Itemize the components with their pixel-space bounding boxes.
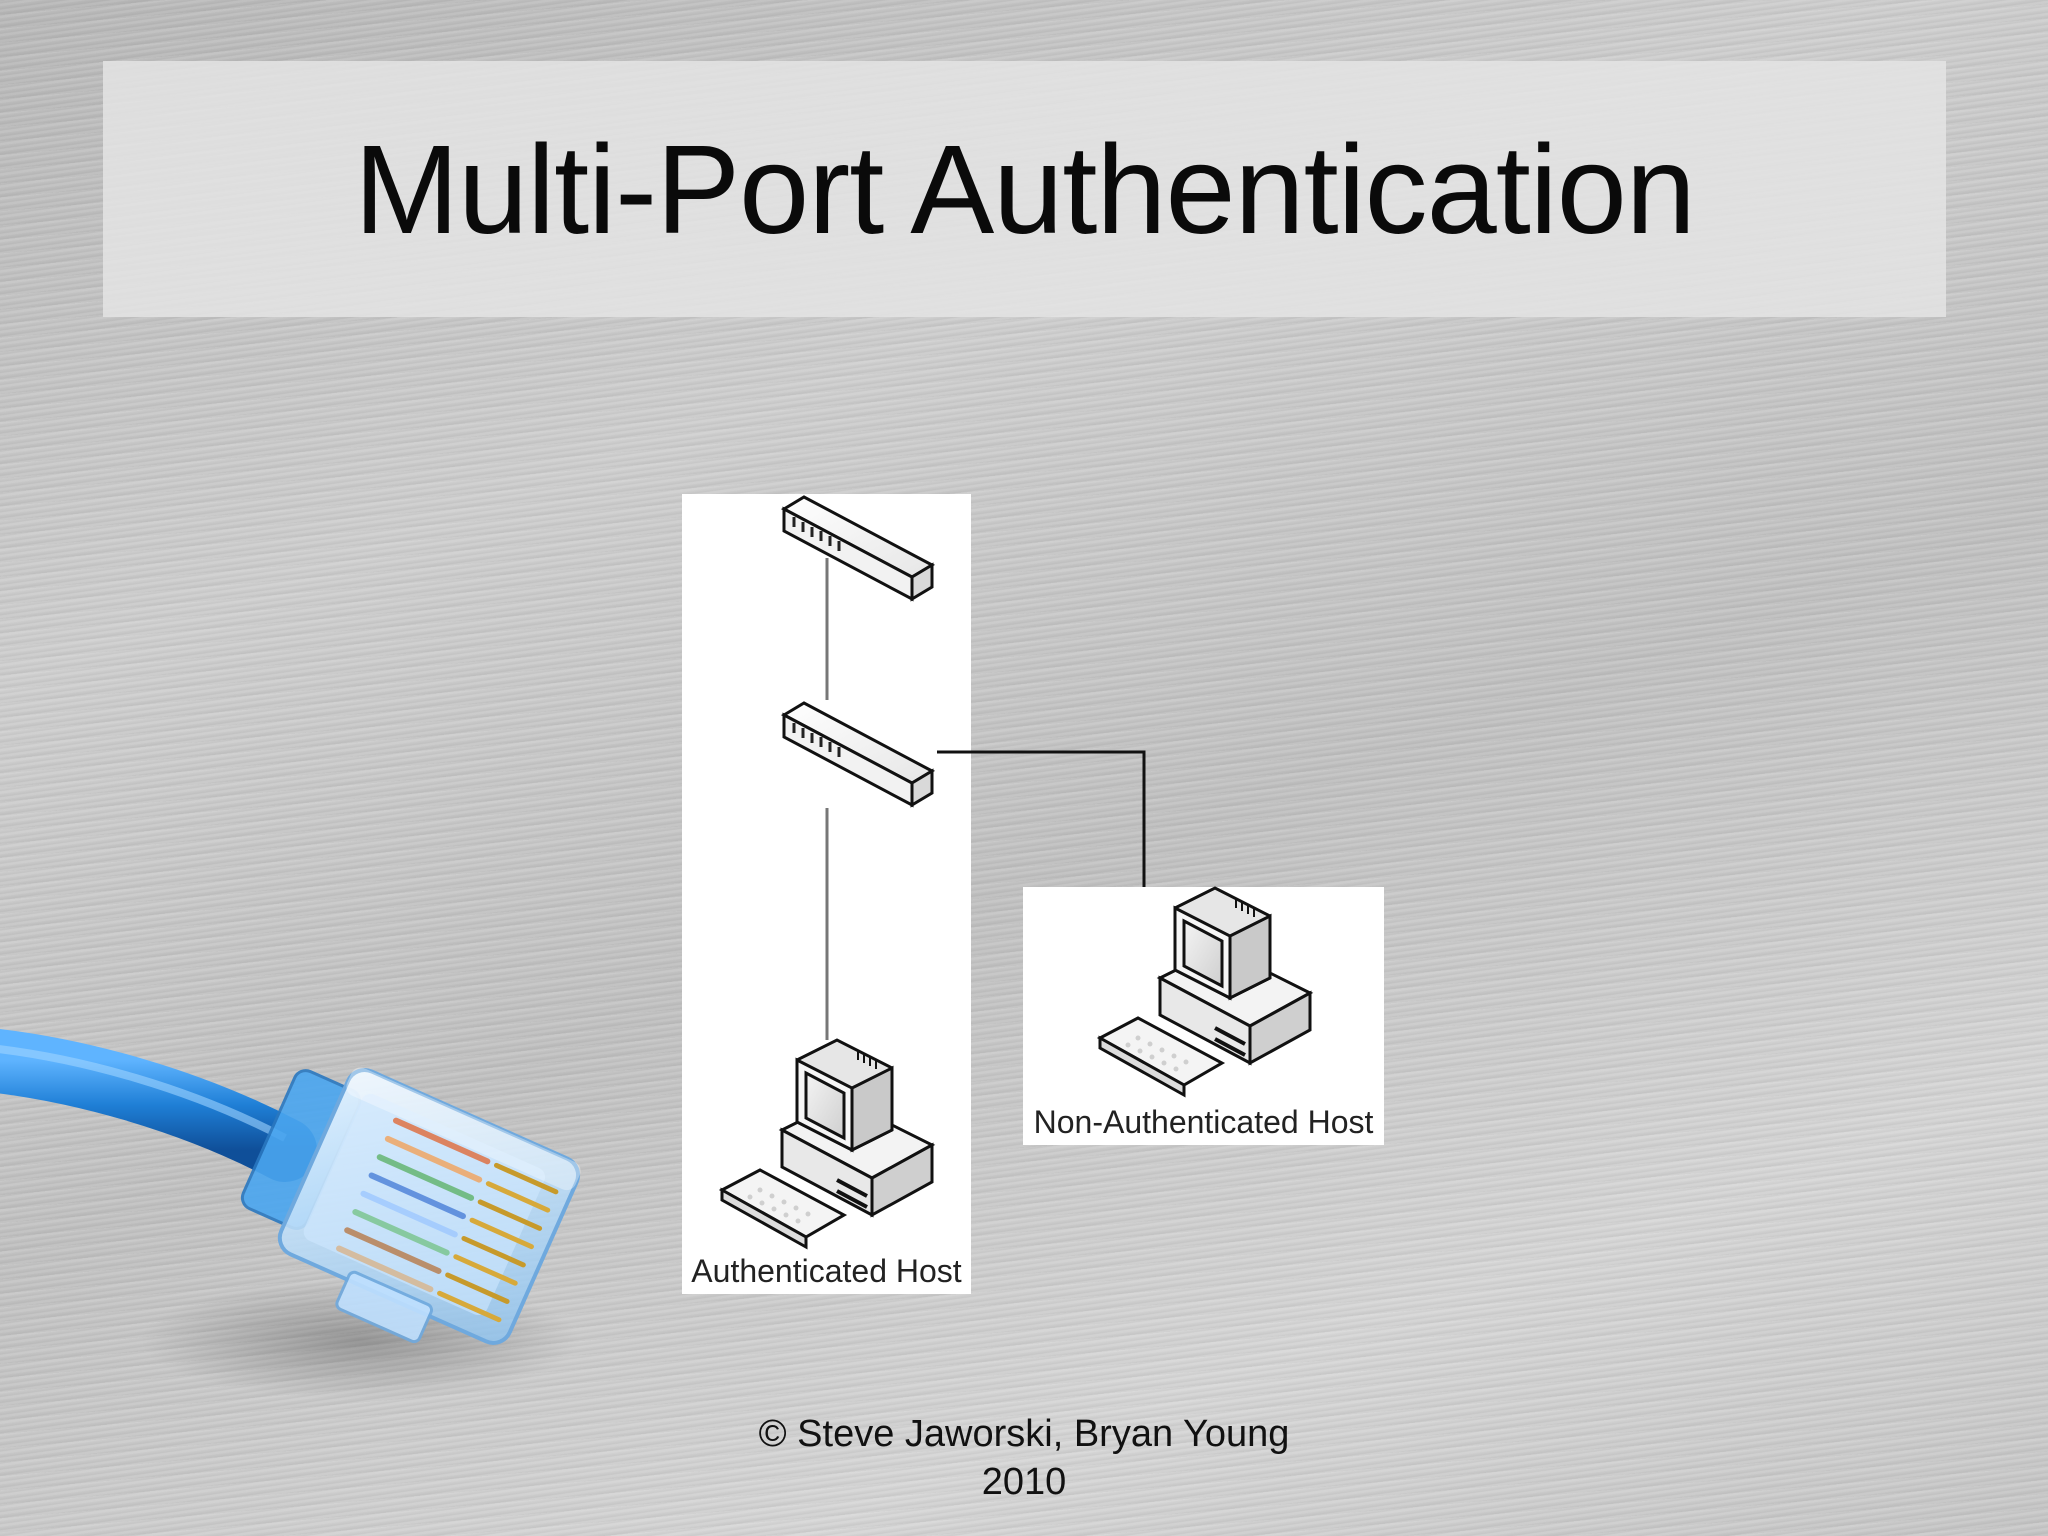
title-bar: Multi-Port Authentication: [103, 61, 1946, 317]
authenticated-host-label: Authenticated Host: [691, 1253, 962, 1289]
slide-title: Multi-Port Authentication: [354, 118, 1696, 260]
computer-icon: [718, 1038, 936, 1250]
ethernet-cable-icon: [0, 1028, 581, 1400]
footer-authors: © Steve Jaworski, Bryan Young: [758, 1413, 1290, 1455]
non-authenticated-host-label: Non-Authenticated Host: [1033, 1104, 1374, 1140]
copyright-footer: © Steve Jaworski, Bryan Young 2010: [624, 1410, 1424, 1506]
link-access-to-nonauthenticated: [937, 750, 1146, 887]
footer-year: 2010: [981, 1461, 1067, 1503]
switch-icon: [780, 495, 936, 602]
computer-icon: [1096, 886, 1314, 1098]
switch-icon: [780, 701, 936, 808]
